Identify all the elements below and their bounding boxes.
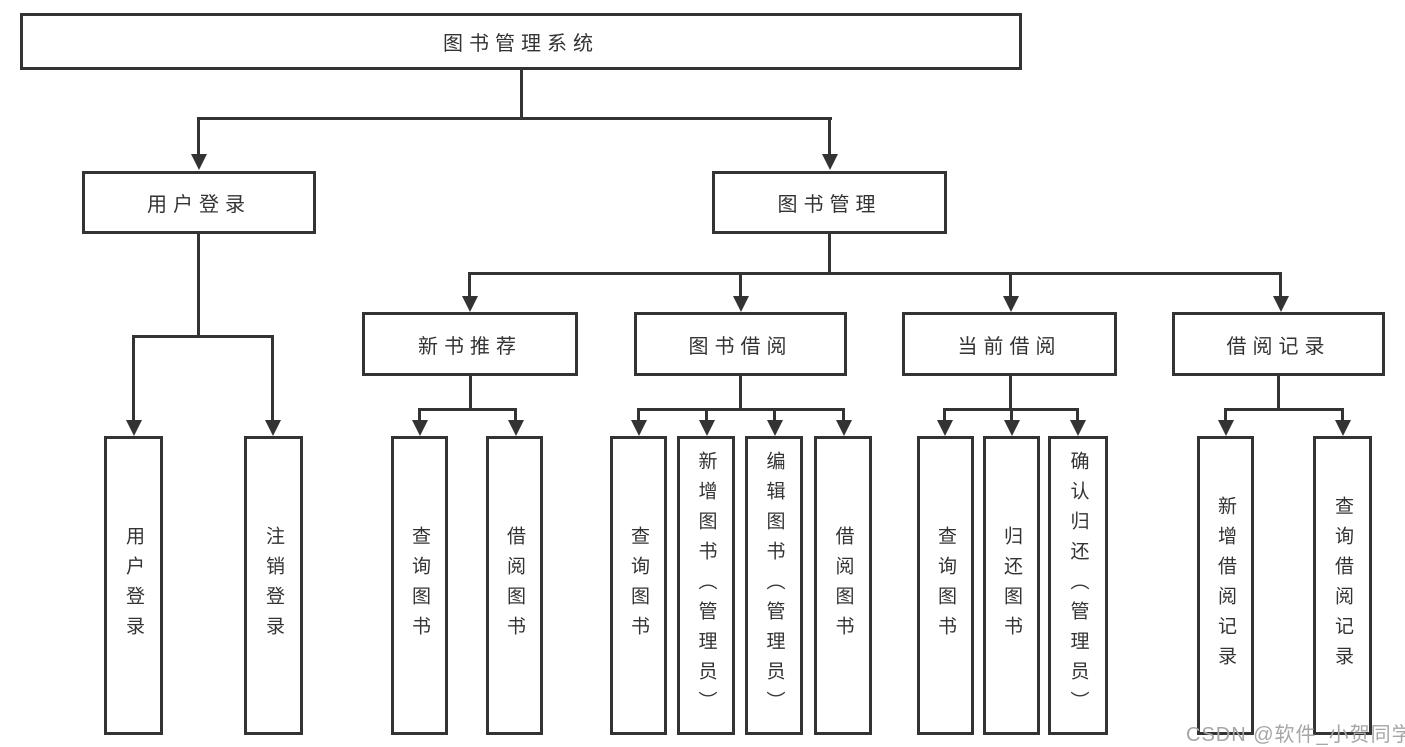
connector-line xyxy=(1224,408,1344,411)
connector-line xyxy=(943,408,946,424)
connector-line xyxy=(1076,408,1079,424)
connector-line xyxy=(705,408,708,424)
arrow-down-icon xyxy=(836,420,852,436)
node-label: 查询图书 xyxy=(409,525,430,646)
connector-line xyxy=(418,408,421,424)
node-br-add-record: 新增借阅记录 xyxy=(1197,436,1254,735)
connector-line xyxy=(418,408,517,411)
node-cb-confirm-return-admin: 确认归还（管理员） xyxy=(1048,436,1108,735)
connector-line xyxy=(1009,376,1012,411)
connector-line xyxy=(469,376,472,411)
arrow-down-icon xyxy=(191,154,207,170)
connector-line xyxy=(739,376,742,411)
arrow-down-icon xyxy=(1070,420,1086,436)
connector-line xyxy=(842,408,845,424)
connector-line xyxy=(1009,272,1012,298)
node-label: 查询图书 xyxy=(935,525,956,646)
connector-line xyxy=(132,335,135,423)
connector-line xyxy=(468,272,471,298)
connector-line xyxy=(197,117,200,157)
arrow-down-icon xyxy=(1273,296,1289,312)
node-label: 确认归还（管理员） xyxy=(1067,450,1089,721)
node-nb-borrow-books: 借阅图书 xyxy=(486,436,543,735)
node-bb-borrow-books: 借阅图书 xyxy=(814,436,872,735)
node-nb-query-books: 查询图书 xyxy=(391,436,448,735)
connector-line xyxy=(1224,408,1227,424)
connector-line xyxy=(1277,376,1280,411)
node-new-book-recommend: 新书推荐 xyxy=(362,312,578,376)
arrow-down-icon xyxy=(767,420,783,436)
node-user-login-action: 用户登录 xyxy=(104,436,163,735)
connector-line xyxy=(514,408,517,424)
arrow-down-icon xyxy=(265,420,281,436)
connector-line xyxy=(271,335,274,423)
arrow-down-icon xyxy=(412,420,428,436)
arrow-down-icon xyxy=(699,420,715,436)
arrow-down-icon xyxy=(1218,420,1234,436)
node-book-management: 图书管理 xyxy=(712,171,947,234)
node-book-borrowing: 图书借阅 xyxy=(634,312,847,376)
node-cb-query-books: 查询图书 xyxy=(917,436,974,735)
node-current-borrowing: 当前借阅 xyxy=(902,312,1117,376)
connector-line xyxy=(468,272,1282,275)
connector-line xyxy=(197,117,832,120)
arrow-down-icon xyxy=(462,296,478,312)
node-label: 当前借阅 xyxy=(957,335,1062,358)
node-label: 借阅记录 xyxy=(1226,335,1331,358)
connector-line xyxy=(637,408,640,424)
node-label: 归还图书 xyxy=(1001,525,1022,646)
node-library-management-system: 图书管理系统 xyxy=(20,13,1022,70)
node-label: 图书管理 xyxy=(777,194,882,216)
arrow-down-icon xyxy=(126,420,142,436)
node-user-login: 用户登录 xyxy=(82,171,316,234)
arrow-down-icon xyxy=(631,420,647,436)
node-label: 图书管理系统 xyxy=(443,33,599,55)
node-br-query-record: 查询借阅记录 xyxy=(1313,436,1372,735)
arrow-down-icon xyxy=(1335,420,1351,436)
connector-line xyxy=(197,234,200,338)
arrow-down-icon xyxy=(1003,296,1019,312)
arrow-down-icon xyxy=(937,420,953,436)
connector-line xyxy=(637,408,845,411)
connector-line xyxy=(132,335,274,338)
node-label: 新增图书（管理员） xyxy=(695,450,717,721)
node-cb-return-books: 归还图书 xyxy=(983,436,1040,735)
arrow-down-icon xyxy=(1004,420,1020,436)
connector-line xyxy=(520,69,523,119)
node-label: 图书借阅 xyxy=(688,335,793,358)
node-bb-query-books: 查询图书 xyxy=(610,436,667,735)
node-bb-add-books-admin: 新增图书（管理员） xyxy=(677,436,735,735)
node-label: 借阅图书 xyxy=(832,525,854,646)
node-label: 用户登录 xyxy=(123,525,144,646)
connector-line xyxy=(1341,408,1344,424)
node-logout: 注销登录 xyxy=(244,436,303,735)
node-label: 新书推荐 xyxy=(418,335,522,358)
arrow-down-icon xyxy=(822,154,838,170)
arrow-down-icon xyxy=(733,296,749,312)
connector-line xyxy=(1279,272,1282,298)
node-label: 编辑图书（管理员） xyxy=(763,450,785,721)
node-label: 注销登录 xyxy=(263,525,284,646)
node-borrow-records: 借阅记录 xyxy=(1172,312,1385,376)
connector-line xyxy=(1010,408,1013,424)
connector-line xyxy=(828,234,831,275)
connector-line xyxy=(773,408,776,424)
arrow-down-icon xyxy=(508,420,524,436)
node-label: 新增借阅记录 xyxy=(1215,495,1236,676)
node-label: 用户登录 xyxy=(147,194,251,216)
node-label: 查询借阅记录 xyxy=(1332,495,1353,676)
watermark: CSDN @软件_小贺同学 xyxy=(1186,724,1405,746)
node-label: 借阅图书 xyxy=(504,525,525,646)
node-label: 查询图书 xyxy=(628,525,649,646)
connector-line xyxy=(739,272,742,298)
node-bb-edit-books-admin: 编辑图书（管理员） xyxy=(745,436,803,735)
connector-line xyxy=(828,117,831,157)
